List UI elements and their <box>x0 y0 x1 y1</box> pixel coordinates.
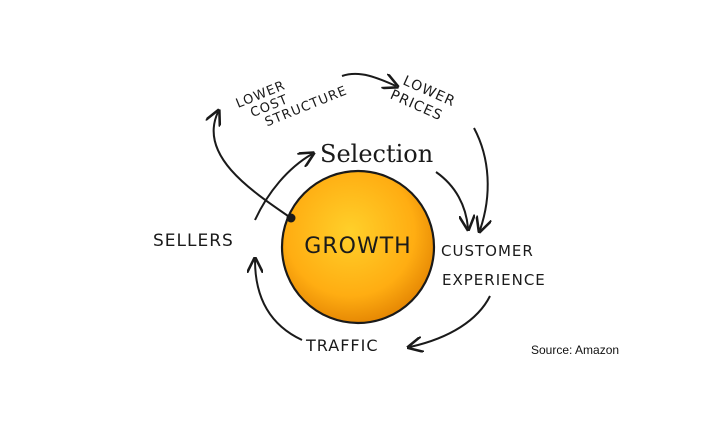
node-lower-cost-structure: LOWER COST STRUCTURE <box>234 78 350 130</box>
customer-experience-line-2: EXPERIENCE <box>442 271 546 289</box>
customer-experience-line-1: CUSTOMER <box>441 242 534 260</box>
arrow-traffic-to-sellers <box>255 260 303 341</box>
source-caption: Source: Amazon <box>531 343 620 357</box>
arrow-sellers-to-selection <box>254 154 312 221</box>
arrow-lower-prices-to-customer-experience <box>473 127 488 230</box>
node-sellers: SELLERS <box>153 231 234 251</box>
node-selection: Selection <box>320 140 433 168</box>
growth-circle <box>280 169 436 325</box>
arrow-sellers-to-lower-cost <box>214 112 292 219</box>
arrow-selection-to-customer-experience <box>435 171 468 228</box>
arrow-lower-cost-to-lower-prices <box>341 72 396 86</box>
node-traffic: TRAFFIC <box>305 336 378 355</box>
node-lower-prices: LOWER PRICES <box>388 73 458 124</box>
growth-label: GROWTH <box>304 234 411 259</box>
arrow-customer-experience-to-traffic <box>410 295 491 347</box>
